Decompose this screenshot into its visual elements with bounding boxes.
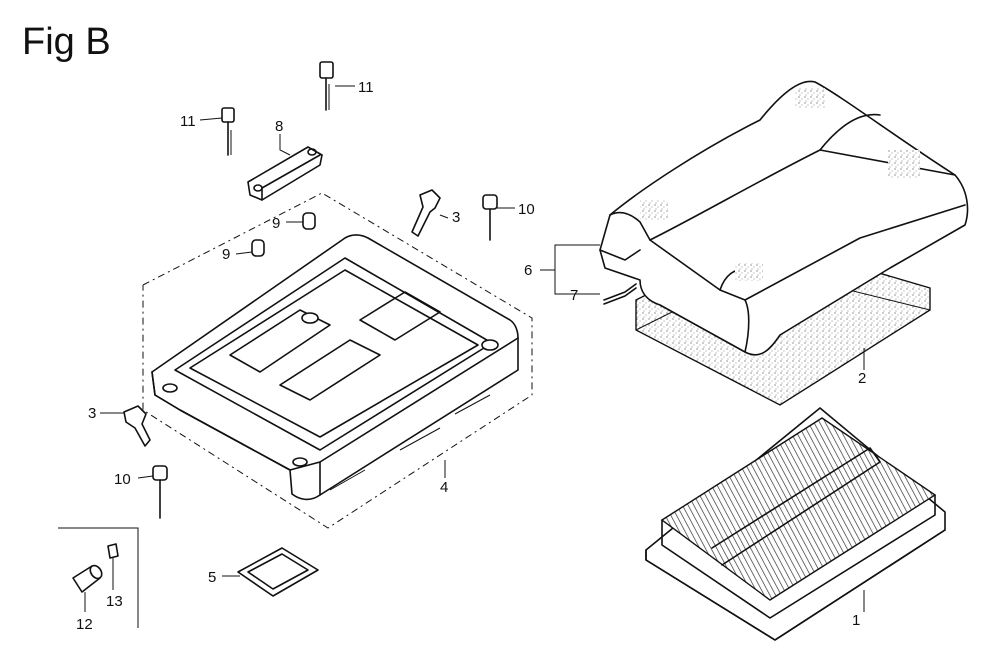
air-cleaner-case-part-4 (142, 192, 533, 529)
bolt-part-10-right (482, 194, 498, 241)
callout-12: 12 (76, 616, 93, 633)
collar-part-9-right (302, 212, 316, 230)
figure-title: Fig B (22, 21, 111, 63)
callout-10-left: 10 (114, 471, 131, 488)
callout-6: 6 (524, 262, 532, 279)
gasket-part-5 (237, 547, 319, 597)
callout-4: 4 (440, 479, 448, 496)
bolt-part-10-left (152, 465, 168, 519)
callout-3-left: 3 (88, 405, 96, 422)
callout-1: 1 (852, 612, 860, 629)
collar-part-9-left (251, 239, 265, 257)
plate-part-8 (247, 146, 323, 201)
callout-11-left: 11 (180, 113, 196, 130)
callout-8: 8 (275, 118, 283, 135)
air-cleaner-cover-part-6 (599, 80, 969, 356)
callout-labels: 1 2 3 3 4 5 6 7 8 9 9 10 10 11 11 12 13 (76, 79, 866, 633)
callout-5: 5 (208, 569, 216, 586)
pin-part-13 (107, 543, 119, 559)
callout-10-right: 10 (518, 201, 535, 218)
callout-2: 2 (858, 370, 866, 387)
bolt-part-11-right (319, 61, 334, 111)
sleeve-part-12 (72, 564, 103, 593)
clip-part-3-top (411, 189, 441, 237)
pleated-filter-element-part-1 (645, 407, 946, 641)
parts-12-13-group (58, 527, 139, 628)
cover-vent-holes (640, 88, 920, 281)
callout-3-top: 3 (452, 209, 460, 226)
bolt-part-11-left (221, 107, 235, 156)
hex-wrench-part-7 (603, 283, 637, 305)
callout-13: 13 (106, 593, 123, 610)
clip-part-3-left (123, 405, 151, 447)
leader-lines (84, 85, 865, 612)
callout-9-left: 9 (222, 246, 230, 263)
callout-11-right: 11 (358, 79, 374, 96)
callout-9-right: 9 (272, 215, 280, 232)
callout-7: 7 (570, 287, 578, 304)
